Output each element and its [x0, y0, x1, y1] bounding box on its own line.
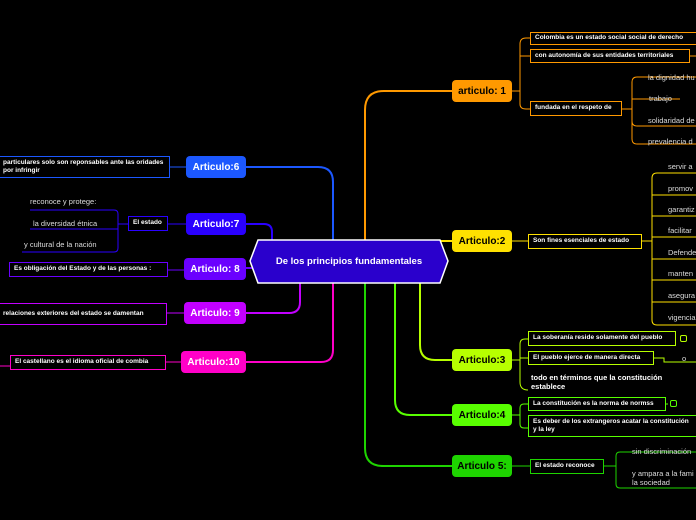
art4-item-extranjeros[interactable]: Es deber de los extrangeros acatar la co… — [528, 415, 696, 437]
link-center-art4 — [394, 283, 452, 416]
art4-item-norma[interactable]: La constitución es la norma de normss — [528, 397, 666, 411]
topic-articulo-6[interactable]: Articulo:6 — [186, 156, 246, 178]
topic-articulo-9[interactable]: Articulo: 9 — [184, 302, 246, 324]
link-center-art9 — [246, 283, 301, 314]
center-shape — [249, 239, 449, 284]
art9-item-relaciones[interactable]: relaciones exteriores del estado se dame… — [0, 303, 167, 325]
art2-sub-facilitar: facilitar — [668, 226, 692, 235]
topic-articulo-8[interactable]: Articulo: 8 — [184, 258, 246, 280]
art4-collapse-toggle[interactable] — [670, 400, 677, 407]
art5-sub-ampara: y ampara a la fami la sociedad — [632, 469, 694, 487]
art2-sub-mantener: manten — [668, 269, 694, 278]
art1-sub-solidaridad: solidaridad de — [648, 116, 695, 125]
art5-item-reconoce[interactable]: El estado reconoce — [530, 459, 604, 474]
art3-collapse-toggle[interactable] — [680, 335, 687, 342]
art2-sub-promover: promov — [668, 184, 694, 193]
art1-sub-prevalencia: prevalencia d — [648, 137, 693, 146]
topic-articulo-5[interactable]: Articulo 5: — [452, 455, 512, 477]
topic-articulo-3[interactable]: Articulo:3 — [452, 349, 512, 371]
art2-item-fines[interactable]: Son fines esenciales de estado — [528, 234, 642, 249]
art1-item-autonomia[interactable]: con autonomía de sus entidades territori… — [530, 49, 690, 63]
topic-articulo-10[interactable]: Articulo:10 — [181, 351, 246, 373]
central-topic-label: De los principios fundamentales — [275, 256, 423, 267]
link-center-art10 — [246, 283, 334, 363]
art2-sub-asegurar: asegura — [668, 291, 696, 300]
link-center-art6 — [246, 166, 334, 240]
art7-sub-cultural: y cultural de la nación — [24, 240, 97, 249]
art2-sub-vigencia: vigencia — [668, 313, 696, 322]
topic-articulo-7[interactable]: Articulo:7 — [186, 213, 246, 235]
art2-sub-servir: servir a — [668, 162, 693, 171]
art1-sub-trabajo: trabajo — [649, 94, 672, 103]
art7-sub-reconoce: reconoce y protege: — [30, 197, 97, 206]
art3-item-ejerce[interactable]: El pueblo ejerce de manera directa — [528, 351, 654, 365]
art2-sub-garantizar: garantiz — [668, 205, 695, 214]
topic-articulo-1[interactable]: articulo: 1 — [452, 80, 512, 102]
art3-extra-terminos: todo en términos que la constitución est… — [531, 373, 663, 392]
art3-item-soberania[interactable]: La soberanía reside solamente del pueblo — [528, 331, 676, 346]
topic-articulo-4[interactable]: Articulo:4 — [452, 404, 512, 426]
art10-item-castellano[interactable]: El castellano es el idioma oficial de co… — [10, 355, 166, 370]
link-center-art3 — [419, 283, 452, 361]
art3-sub-o-po: o po — [682, 354, 690, 364]
topic-articulo-2[interactable]: Articulo:2 — [452, 230, 512, 252]
central-topic[interactable]: De los principios fundamentales — [250, 240, 448, 283]
art1-item-estado-social[interactable]: Colombia es un estado social social de d… — [530, 32, 696, 45]
art6-item-particulares[interactable]: particulares solo son reponsables ante l… — [0, 156, 170, 178]
art7-item-estado[interactable]: El estado — [128, 216, 168, 231]
art2-sub-defender: Defende — [668, 248, 696, 257]
link-center-art1 — [364, 90, 452, 262]
art8-item-obligacion[interactable]: Es obligación del Estado y de las person… — [9, 262, 168, 277]
art1-sub-dignidad: la dignidad hu — [648, 73, 695, 82]
link-center-art5 — [364, 283, 452, 467]
art5-sub-discriminacion: sin discriminación — [632, 447, 692, 456]
link-center-art7 — [246, 223, 273, 240]
art7-sub-diversidad: la diversidad étnica — [33, 219, 98, 228]
art1-item-fundada[interactable]: fundada en el respeto de — [530, 101, 622, 116]
